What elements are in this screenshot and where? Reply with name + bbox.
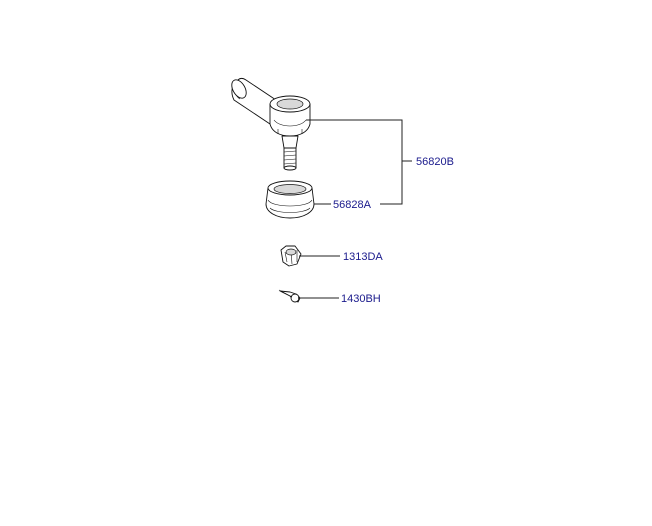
castle-nut-part[interactable]: [280, 245, 302, 267]
cotter-pin-part[interactable]: [278, 289, 301, 303]
leader-line-56820B-top: [306, 119, 403, 205]
label-1430BH[interactable]: 1430BH: [341, 293, 381, 305]
dust-boot-part[interactable]: [265, 180, 315, 219]
label-1313DA[interactable]: 1313DA: [343, 251, 383, 263]
label-56828A[interactable]: 56828A: [333, 199, 372, 211]
label-56820B[interactable]: 56820B: [416, 156, 454, 168]
tie-rod-end-part[interactable]: [229, 77, 311, 171]
